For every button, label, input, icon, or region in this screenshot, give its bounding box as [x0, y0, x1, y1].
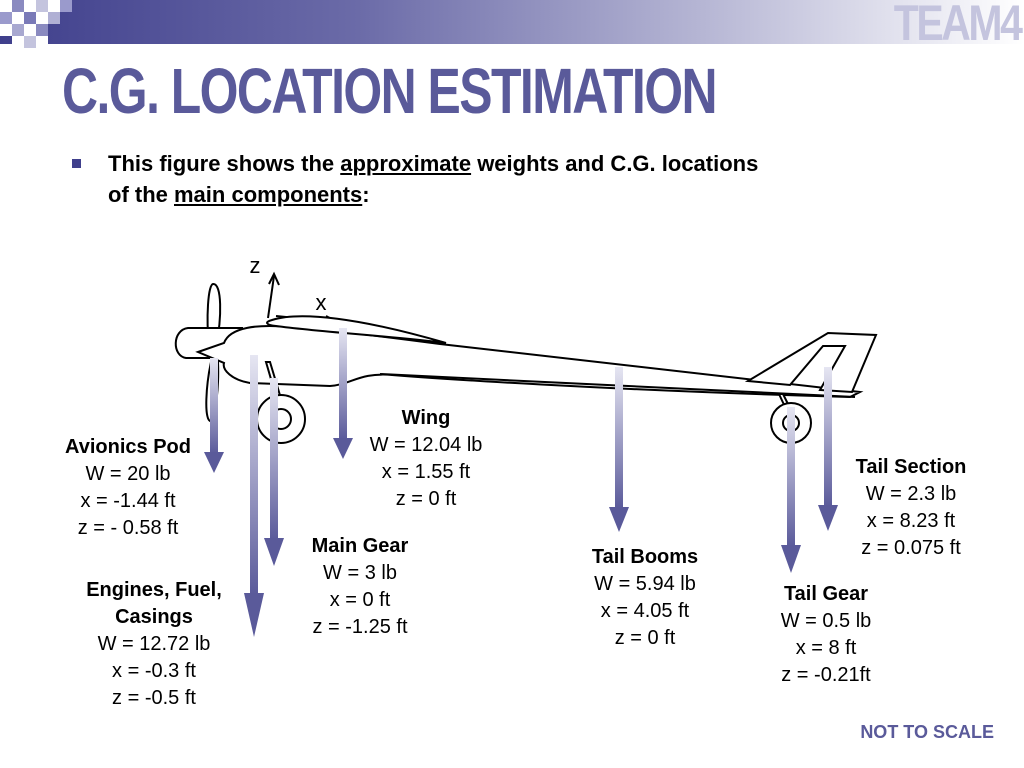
x-axis-label: x	[315, 290, 327, 315]
label-main-gear: Main Gear W = 3 lb x = 0 ft z = -1.25 ft	[290, 533, 430, 641]
component-x: x = -1.44 ft	[80, 490, 176, 512]
component-z: z = - 0.58 ft	[77, 517, 179, 539]
header-bar	[0, 0, 1024, 44]
z-axis-label: z	[249, 253, 261, 278]
component-z: z = -1.25 ft	[312, 616, 408, 638]
z-axis-arrow	[267, 271, 280, 319]
bullet-text-part: weights and C.G. locations of the	[108, 151, 759, 207]
bullet-marker	[72, 159, 81, 168]
bullet-text: This figure shows the approximate weight…	[108, 148, 768, 210]
component-name: Engines, Fuel, Casings	[86, 579, 222, 628]
component-x: x = 4.05 ft	[600, 600, 690, 622]
component-weight: W = 2.3 lb	[865, 483, 957, 505]
component-weight: W = 12.04 lb	[369, 434, 483, 456]
arrow-tail-booms	[609, 367, 629, 532]
component-name: Tail Gear	[783, 583, 869, 605]
component-x: x = 0 ft	[329, 589, 391, 611]
not-to-scale-note: NOT TO SCALE	[860, 722, 994, 742]
bullet-text-part: This figure shows the	[108, 151, 341, 176]
team-logo: TEAM4	[893, 0, 1022, 51]
component-name: Main Gear	[311, 535, 409, 557]
component-z: z = 0 ft	[614, 627, 676, 649]
arrow-wing	[333, 328, 353, 459]
label-tail-booms: Tail Booms W = 5.94 lb x = 4.05 ft z = 0…	[575, 544, 715, 652]
component-weight: W = 20 lb	[85, 463, 171, 485]
component-name: Wing	[401, 407, 451, 429]
component-weight: W = 12.72 lb	[97, 633, 211, 655]
component-weight: W = 0.5 lb	[780, 610, 872, 632]
page-title: C.G. LOCATION ESTIMATION	[62, 55, 718, 127]
component-name: Avionics Pod	[65, 436, 191, 458]
arrow-main-gear	[264, 378, 284, 566]
component-x: x = -0.3 ft	[112, 660, 196, 682]
component-name: Tail Booms	[591, 546, 699, 568]
component-weight: W = 3 lb	[323, 562, 397, 584]
corner-pattern	[0, 0, 80, 56]
label-tail-section: Tail Section W = 2.3 lb x = 8.23 ft z = …	[841, 454, 981, 562]
component-z: z = 0 ft	[395, 488, 457, 510]
bullet-emphasis-main-components: main components	[174, 182, 363, 207]
label-tail-gear: Tail Gear W = 0.5 lb x = 8 ft z = -0.21f…	[756, 581, 896, 689]
label-avionics-pod: Avionics Pod W = 20 lb x = -1.44 ft z = …	[48, 434, 208, 542]
component-z: z = -0.21ft	[781, 664, 871, 686]
arrow-engines	[244, 355, 264, 637]
wing-shape	[266, 315, 447, 344]
component-weight: W = 5.94 lb	[594, 573, 696, 595]
bullet-emphasis-approximate: approximate	[340, 151, 472, 176]
arrow-tail-gear	[781, 407, 801, 573]
component-z: z = 0.075 ft	[861, 537, 961, 559]
label-wing: Wing W = 12.04 lb x = 1.55 ft z = 0 ft	[356, 405, 496, 513]
arrow-avionics	[204, 358, 224, 473]
component-x: x = 1.55 ft	[381, 461, 471, 483]
component-z: z = -0.5 ft	[112, 687, 196, 709]
tail-fin-shape	[744, 331, 878, 394]
fuselage-shape	[195, 324, 864, 399]
component-name: Tail Section	[855, 456, 967, 478]
arrow-tail-section	[818, 367, 838, 531]
component-x: x = 8 ft	[795, 637, 857, 659]
bullet-text-part: :	[362, 182, 370, 207]
label-engines: Engines, Fuel, Casings W = 12.72 lb x = …	[74, 577, 234, 712]
component-x: x = 8.23 ft	[866, 510, 956, 532]
